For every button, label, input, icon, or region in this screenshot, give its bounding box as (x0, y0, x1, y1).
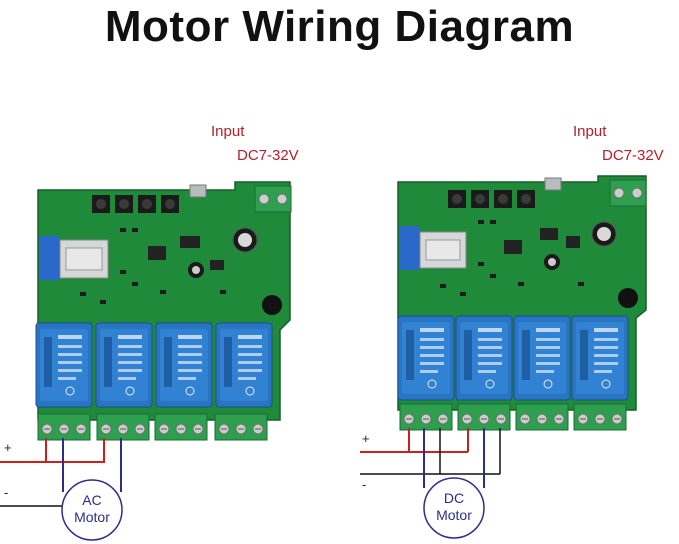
diagram-title: Motor Wiring Diagram (104, 2, 575, 51)
left-motor-label: Motor (74, 509, 110, 525)
right-relay-3 (513, 315, 571, 401)
right-motor-type: DC (444, 490, 464, 506)
left-relay-board (35, 181, 292, 441)
right-relay-2 (455, 315, 513, 401)
left-usb-port (189, 184, 207, 198)
right-input-voltage: DC7-32V (602, 147, 664, 164)
left-power-terminal (254, 185, 292, 213)
right-antenna-board (400, 226, 420, 270)
right-dc-motor (423, 477, 485, 539)
right-chip (504, 240, 522, 254)
right-motor-label: Motor (436, 507, 472, 523)
left-terminal-1 (37, 413, 91, 441)
left-plus-label: + (4, 440, 12, 455)
right-plus-label: + (362, 431, 370, 446)
right-terminal-3 (515, 403, 569, 431)
left-terminal-3 (154, 413, 208, 441)
left-relay-2 (95, 322, 153, 408)
left-ac-motor (61, 479, 123, 541)
right-relay-1 (397, 315, 455, 401)
left-inductor (262, 295, 282, 315)
right-relay-board (397, 175, 647, 431)
left-wiring (0, 438, 123, 541)
left-buttons (92, 195, 179, 213)
left-antenna-board (40, 236, 60, 280)
right-relay-4 (571, 315, 629, 401)
right-inductor (618, 288, 638, 308)
right-input-label: Input (573, 123, 607, 140)
left-chip (148, 246, 166, 260)
right-terminal-2 (457, 403, 511, 431)
right-buttons (448, 190, 535, 208)
right-wiring (360, 428, 501, 539)
right-terminal-1 (399, 403, 453, 431)
left-relay-3 (155, 322, 213, 408)
left-input-voltage: DC7-32V (237, 147, 299, 164)
right-terminal-4 (573, 403, 627, 431)
left-terminal-2 (96, 413, 150, 441)
left-minus-label: - (4, 485, 8, 500)
left-relay-4 (215, 322, 273, 408)
left-motor-type: AC (82, 492, 101, 508)
left-terminal-4 (214, 413, 268, 441)
left-relay-1 (35, 322, 93, 408)
right-power-terminal (609, 179, 647, 207)
right-usb-port (544, 177, 562, 191)
right-minus-label: - (362, 477, 366, 492)
left-input-label: Input (211, 123, 245, 140)
